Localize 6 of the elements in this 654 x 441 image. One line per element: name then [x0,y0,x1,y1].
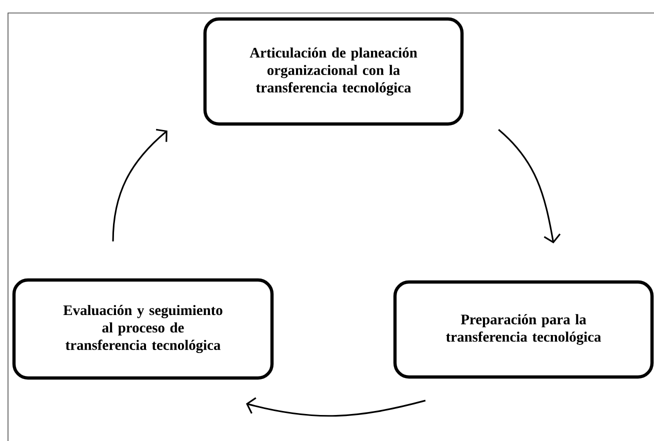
arrow [246,397,426,417]
arrow [498,129,561,244]
process-box: Articulación de planeación organizacional con la transferencia tecnológica [203,17,464,126]
process-box: Preparación para la transferencia tecnológica [393,280,654,379]
process-box: Evaluación y seguimiento al proceso de transferencia tecnológica [12,278,274,380]
arrow [112,128,168,242]
